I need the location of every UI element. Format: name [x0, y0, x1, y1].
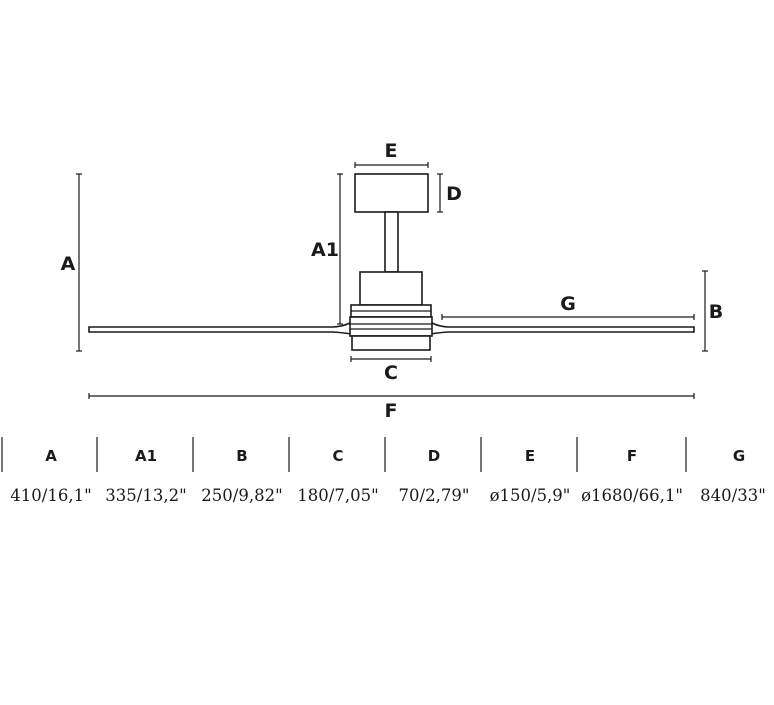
fan-bottom-cap — [351, 335, 431, 351]
dim-label-a1: A1 — [311, 239, 339, 261]
fan-drawing — [88, 173, 695, 351]
table-header: A — [45, 447, 57, 465]
table-header: D — [428, 447, 440, 465]
table-header: C — [332, 447, 343, 465]
table-value: ø1680/66,1" — [581, 486, 683, 505]
table-value: 180/7,05" — [297, 486, 378, 505]
fan-motor-top — [359, 271, 423, 306]
dimension-letters: A A1 E D G B C F — [61, 140, 724, 422]
table-header: F — [627, 447, 637, 465]
dim-label-d: D — [446, 183, 462, 205]
table-value: ø150/5,9" — [490, 486, 571, 505]
table-header: G — [733, 447, 745, 465]
dim-label-g: G — [560, 293, 576, 315]
dim-label-b: B — [709, 301, 723, 323]
table-value: 70/2,79" — [399, 486, 470, 505]
dim-label-a: A — [61, 253, 76, 275]
dimension-lines — [76, 162, 708, 399]
fan-canopy — [354, 173, 429, 213]
table-value: 840/33" — [700, 486, 766, 505]
table-value: 335/13,2" — [105, 486, 186, 505]
table-header: E — [525, 447, 535, 465]
fan-blade-right — [425, 317, 695, 337]
fan-downrod — [384, 211, 399, 273]
dimensions-table: A A1 B C D E F G 410/16,1" 335/13,2" 250… — [1, 437, 766, 505]
dim-label-f: F — [385, 400, 398, 422]
table-value: 410/16,1" — [10, 486, 91, 505]
fan-hub — [349, 316, 433, 337]
table-header: A1 — [135, 447, 157, 465]
table-header: B — [236, 447, 247, 465]
dim-label-e: E — [385, 140, 398, 162]
fan-blade-left — [88, 317, 357, 337]
table-value: 250/9,82" — [201, 486, 282, 505]
dim-label-c: C — [384, 362, 398, 384]
